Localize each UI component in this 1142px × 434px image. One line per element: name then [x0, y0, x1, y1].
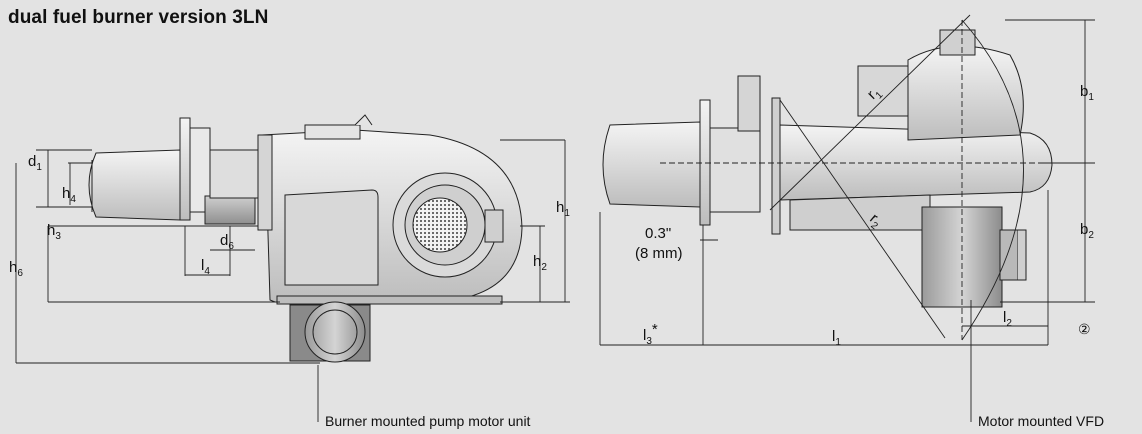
label-h1: h1 [556, 199, 570, 219]
circled-note: ② [1078, 321, 1091, 337]
label-l3: l3* [643, 321, 658, 347]
right-dimensions [599, 14, 1095, 422]
label-h2: h2 [533, 253, 547, 273]
label-l2: l2 [1003, 309, 1012, 329]
gap-inch-label: 0.3" [645, 225, 671, 242]
label-h4: h4 [62, 185, 76, 205]
label-l1: l1 [832, 328, 841, 348]
dimension-labels: d1 h4 h3 h6 d6 l4 h1 h2 b1 b2 l1 l2 l3* … [9, 83, 1104, 429]
label-d1: d1 [28, 153, 42, 173]
callout-vfd: Motor mounted VFD [978, 413, 1104, 429]
label-b1: b1 [1080, 83, 1094, 103]
gap-mm-label: (8 mm) [635, 245, 683, 262]
right-top-view [602, 29, 1053, 308]
diagram-title: dual fuel burner version 3LN [8, 7, 269, 28]
left-dimensions [15, 139, 570, 422]
label-d6: d6 [220, 232, 234, 252]
label-h3: h3 [47, 222, 61, 242]
label-h6: h6 [9, 259, 23, 279]
left-side-view [88, 114, 523, 363]
callout-pump: Burner mounted pump motor unit [325, 413, 531, 429]
label-b2: b2 [1080, 221, 1094, 241]
label-l4: l4 [201, 257, 210, 277]
